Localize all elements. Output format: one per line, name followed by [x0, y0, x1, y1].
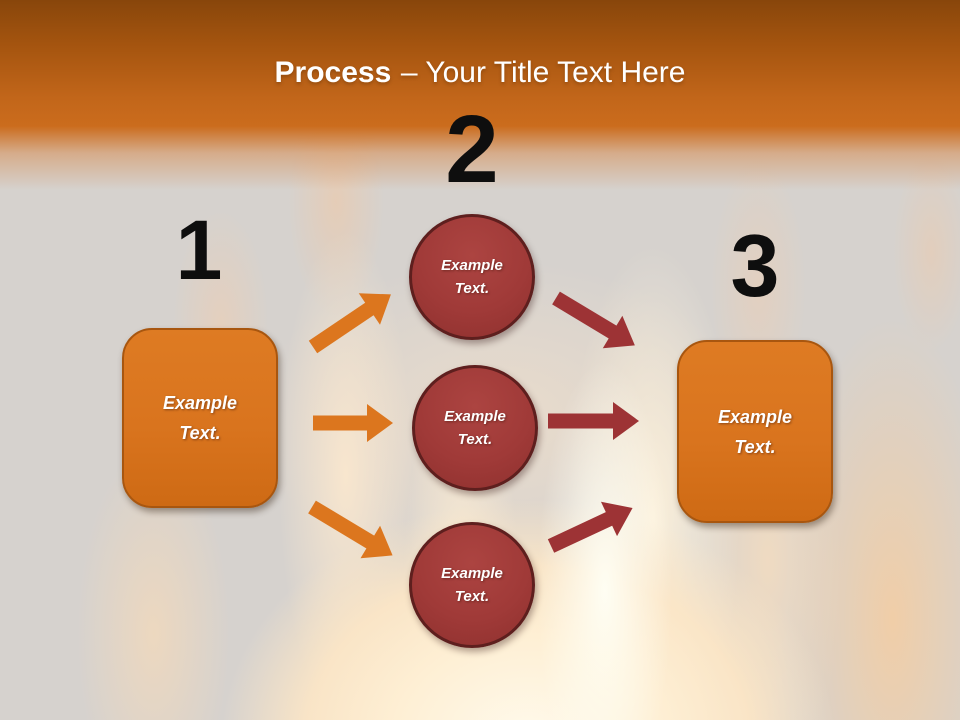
orange-arrow-right-icon [313, 404, 393, 442]
header-band-fade [0, 126, 960, 190]
label-line-2: Text. [179, 423, 221, 443]
step-number-2: 2 [445, 96, 498, 203]
label-line-1: Example [162, 393, 238, 413]
process-box-right: Example Text. [677, 340, 833, 523]
red-arrow-right-icon [548, 402, 639, 440]
process-box-left-label: Example Text. [124, 330, 276, 506]
arrow-shaft [313, 415, 369, 431]
process-circle-middle-label: Example Text. [415, 368, 535, 488]
label-line-1: Example [441, 565, 503, 582]
step-number-1: 1 [175, 203, 223, 297]
label-line-2: Text. [454, 588, 490, 605]
process-circle-bottom: Example Text. [409, 522, 535, 648]
slide-title-keyword: Process [274, 56, 392, 89]
label-line-1: Example [717, 406, 793, 427]
process-box-left: Example Text. [122, 328, 278, 508]
arrow-head [613, 402, 639, 440]
label-line-1: Example [441, 257, 503, 274]
process-circle-middle: Example Text. [412, 365, 538, 491]
label-line-2: Text. [454, 280, 490, 297]
step-number-3: 3 [730, 216, 780, 315]
process-circle-top-label: Example Text. [412, 217, 532, 337]
process-circle-top: Example Text. [409, 214, 535, 340]
label-line-2: Text. [734, 436, 776, 457]
label-line-1: Example [444, 408, 506, 425]
slide-title-rest: – Your Title Text Here [400, 56, 686, 89]
slide-title: Process– Your Title Text Here [0, 55, 960, 91]
process-circle-bottom-label: Example Text. [412, 525, 532, 645]
arrow-shaft [548, 413, 615, 429]
header-band [0, 0, 960, 126]
process-box-right-label: Example Text. [679, 342, 831, 521]
label-line-2: Text. [457, 431, 493, 448]
arrow-head [367, 404, 393, 442]
